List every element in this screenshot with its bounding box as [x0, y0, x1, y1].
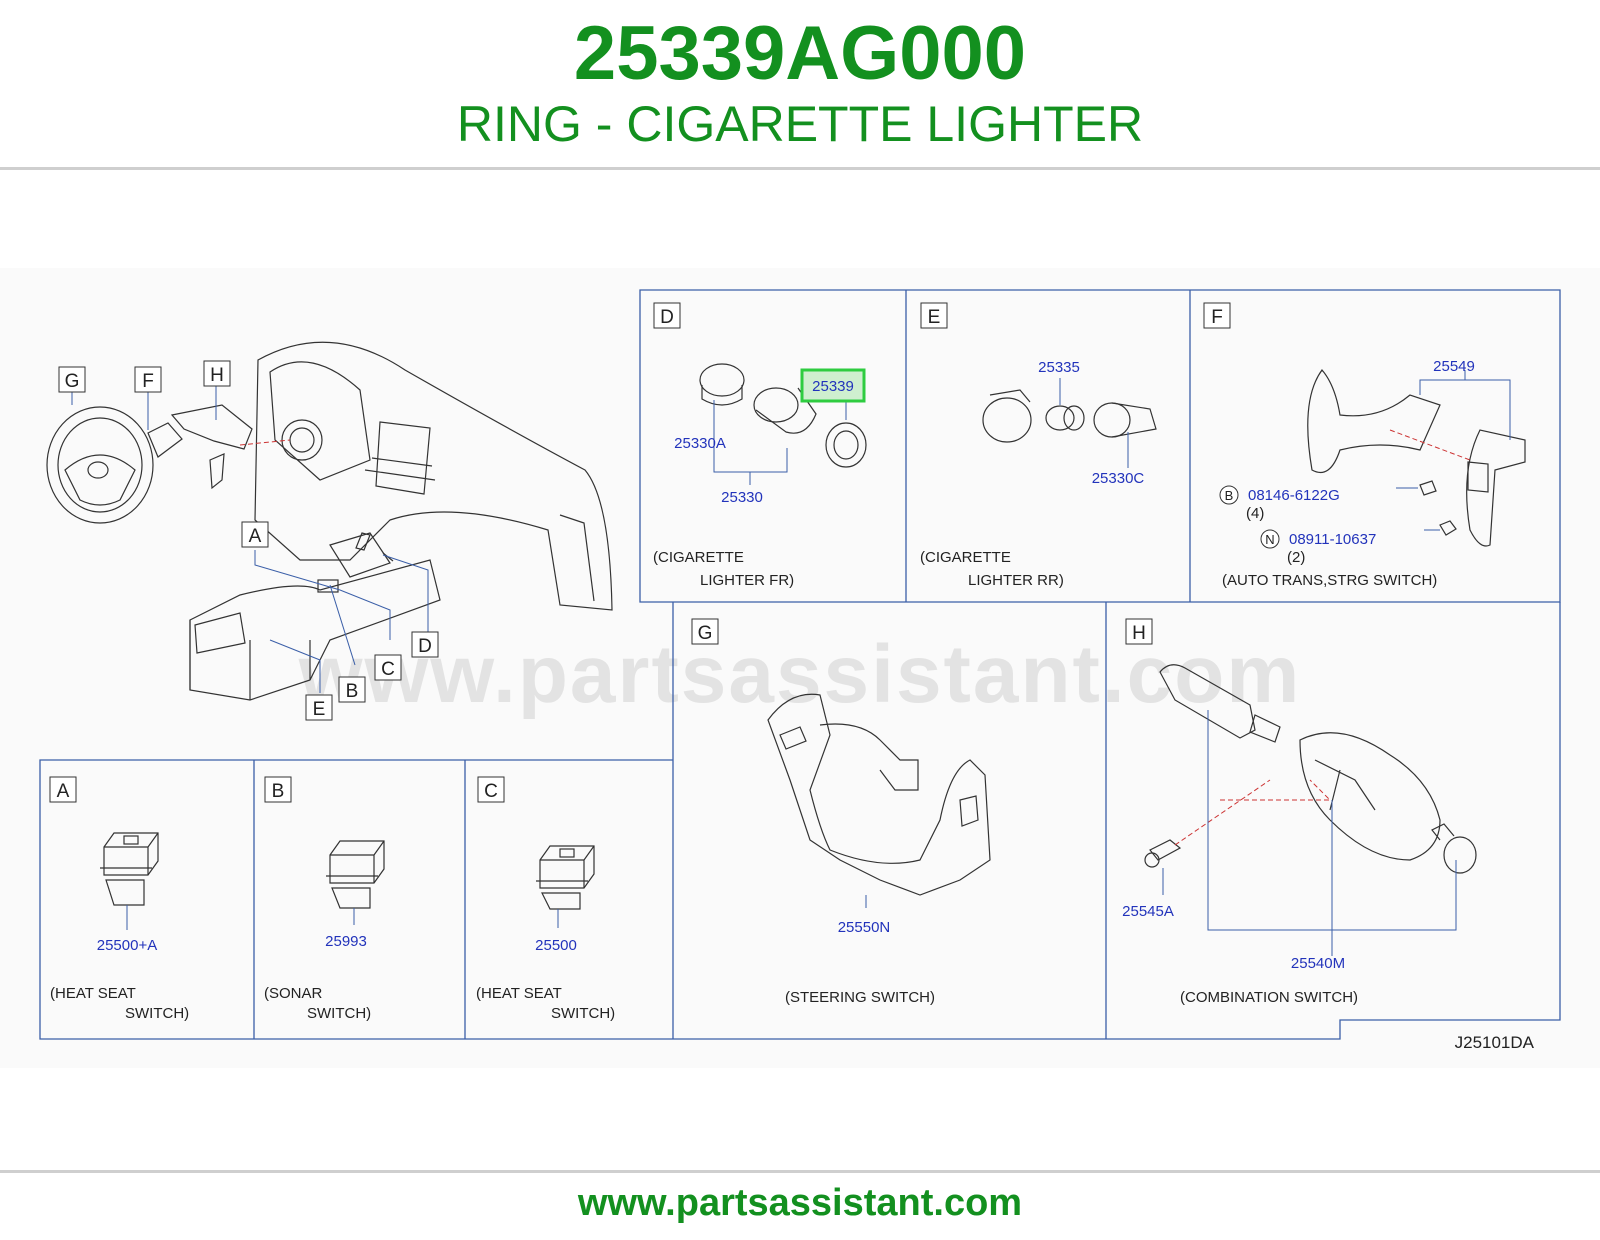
part-label-25500-a[interactable]: 25500+A	[97, 937, 157, 954]
section-h-letter: H	[1132, 623, 1146, 644]
section-f-auto-trans-strg-switch: F 25549 B 08146-6122G (4) N 08911-10637 …	[1203, 302, 1526, 589]
vehicle-interior-overview	[46, 341, 613, 701]
part-label-25330c[interactable]: 25330C	[1092, 470, 1145, 487]
overview-letter-b: B	[346, 681, 359, 702]
diagram-code: J25101DA	[1455, 1033, 1535, 1052]
badge-b: B	[1225, 488, 1234, 503]
part-label-08146-6122g[interactable]: 08146-6122G	[1248, 487, 1340, 504]
section-b-caption-line1: (SONAR	[264, 985, 323, 1002]
section-c-caption-line2: SWITCH)	[551, 1005, 615, 1022]
section-g-caption: (STEERING SWITCH)	[785, 989, 935, 1006]
part-label-25500[interactable]: 25500	[535, 937, 577, 954]
section-a-heat-seat-switch: A 25500+A (HEAT SEAT SWITCH)	[49, 776, 189, 1022]
section-e-letter: E	[928, 307, 941, 328]
section-g-letter: G	[698, 623, 713, 644]
part-label-25550n[interactable]: 25550N	[838, 919, 891, 936]
section-d-cigarette-lighter-fr: D 25339 25330A 25330 (CIGARETTE LIGHTER …	[653, 302, 867, 589]
section-b-caption-line2: SWITCH)	[307, 1005, 371, 1022]
overview-letter-a: A	[249, 526, 262, 547]
part-label-25545a[interactable]: 25545A	[1122, 903, 1174, 920]
section-frames	[39, 289, 1561, 1040]
overview-letter-h: H	[210, 365, 224, 386]
section-a-caption-line1: (HEAT SEAT	[50, 985, 136, 1002]
part-name-subtitle: RING - CIGARETTE LIGHTER	[456, 96, 1144, 152]
footer-site-link[interactable]: www.partsassistant.com	[577, 1182, 1023, 1224]
part-label-08911-10637[interactable]: 08911-10637	[1289, 531, 1376, 548]
footer-divider	[0, 1170, 1600, 1173]
qty-b: (4)	[1246, 505, 1264, 522]
overview-letter-f: F	[142, 371, 154, 392]
section-c-letter: C	[484, 781, 498, 802]
part-number-title: 25339AG000	[573, 11, 1027, 96]
header-divider	[0, 167, 1600, 170]
section-c-heat-seat-switch: C 25500 (HEAT SEAT SWITCH)	[476, 776, 615, 1022]
section-e-cigarette-lighter-rr: E 25335 25330C (CIGARETTE LIGHTER RR)	[920, 302, 1157, 589]
section-e-caption-line2: LIGHTER RR)	[968, 572, 1064, 589]
highlighted-part-box	[800, 368, 866, 403]
steering-wheel-drawing	[46, 406, 154, 524]
part-label-25549[interactable]: 25549	[1433, 358, 1475, 375]
part-label-25330[interactable]: 25330	[721, 489, 763, 506]
part-label-25330a[interactable]: 25330A	[674, 435, 726, 452]
overview-letter-e: E	[313, 699, 326, 720]
section-b-letter: B	[272, 781, 285, 802]
section-f-letter: F	[1211, 307, 1223, 328]
overview-leader-lines	[71, 386, 429, 693]
section-e-caption-line1: (CIGARETTE	[920, 549, 1011, 566]
part-label-25540m[interactable]: 25540M	[1291, 955, 1345, 972]
section-h-combination-switch: H 25545A 25540M (COMBINATION SWITCH)	[1122, 618, 1477, 1006]
parts-diagram: www.partsassistant.com	[0, 268, 1600, 1068]
section-h-caption: (COMBINATION SWITCH)	[1180, 989, 1358, 1006]
section-d-letter: D	[660, 307, 674, 328]
part-label-25335[interactable]: 25335	[1038, 359, 1080, 376]
qty-n: (2)	[1287, 549, 1305, 566]
section-c-caption-line1: (HEAT SEAT	[476, 985, 562, 1002]
part-label-25993[interactable]: 25993	[325, 933, 367, 950]
section-a-caption-line2: SWITCH)	[125, 1005, 189, 1022]
part-label-25339[interactable]: 25339	[812, 378, 854, 395]
section-d-caption-line2: LIGHTER FR)	[700, 572, 794, 589]
section-b-sonar-switch: B 25993 (SONAR SWITCH)	[264, 776, 385, 1022]
section-f-caption: (AUTO TRANS,STRG SWITCH)	[1222, 572, 1437, 589]
section-a-letter: A	[57, 781, 70, 802]
badge-n: N	[1265, 532, 1274, 547]
overview-letter-boxes: G F H A D C B E	[58, 360, 439, 721]
overview-letter-d: D	[418, 636, 432, 657]
section-g-steering-switch: G 25550N (STEERING SWITCH)	[691, 618, 991, 1006]
overview-letter-g: G	[65, 371, 80, 392]
overview-letter-c: C	[381, 659, 395, 680]
section-d-caption-line1: (CIGARETTE	[653, 549, 744, 566]
